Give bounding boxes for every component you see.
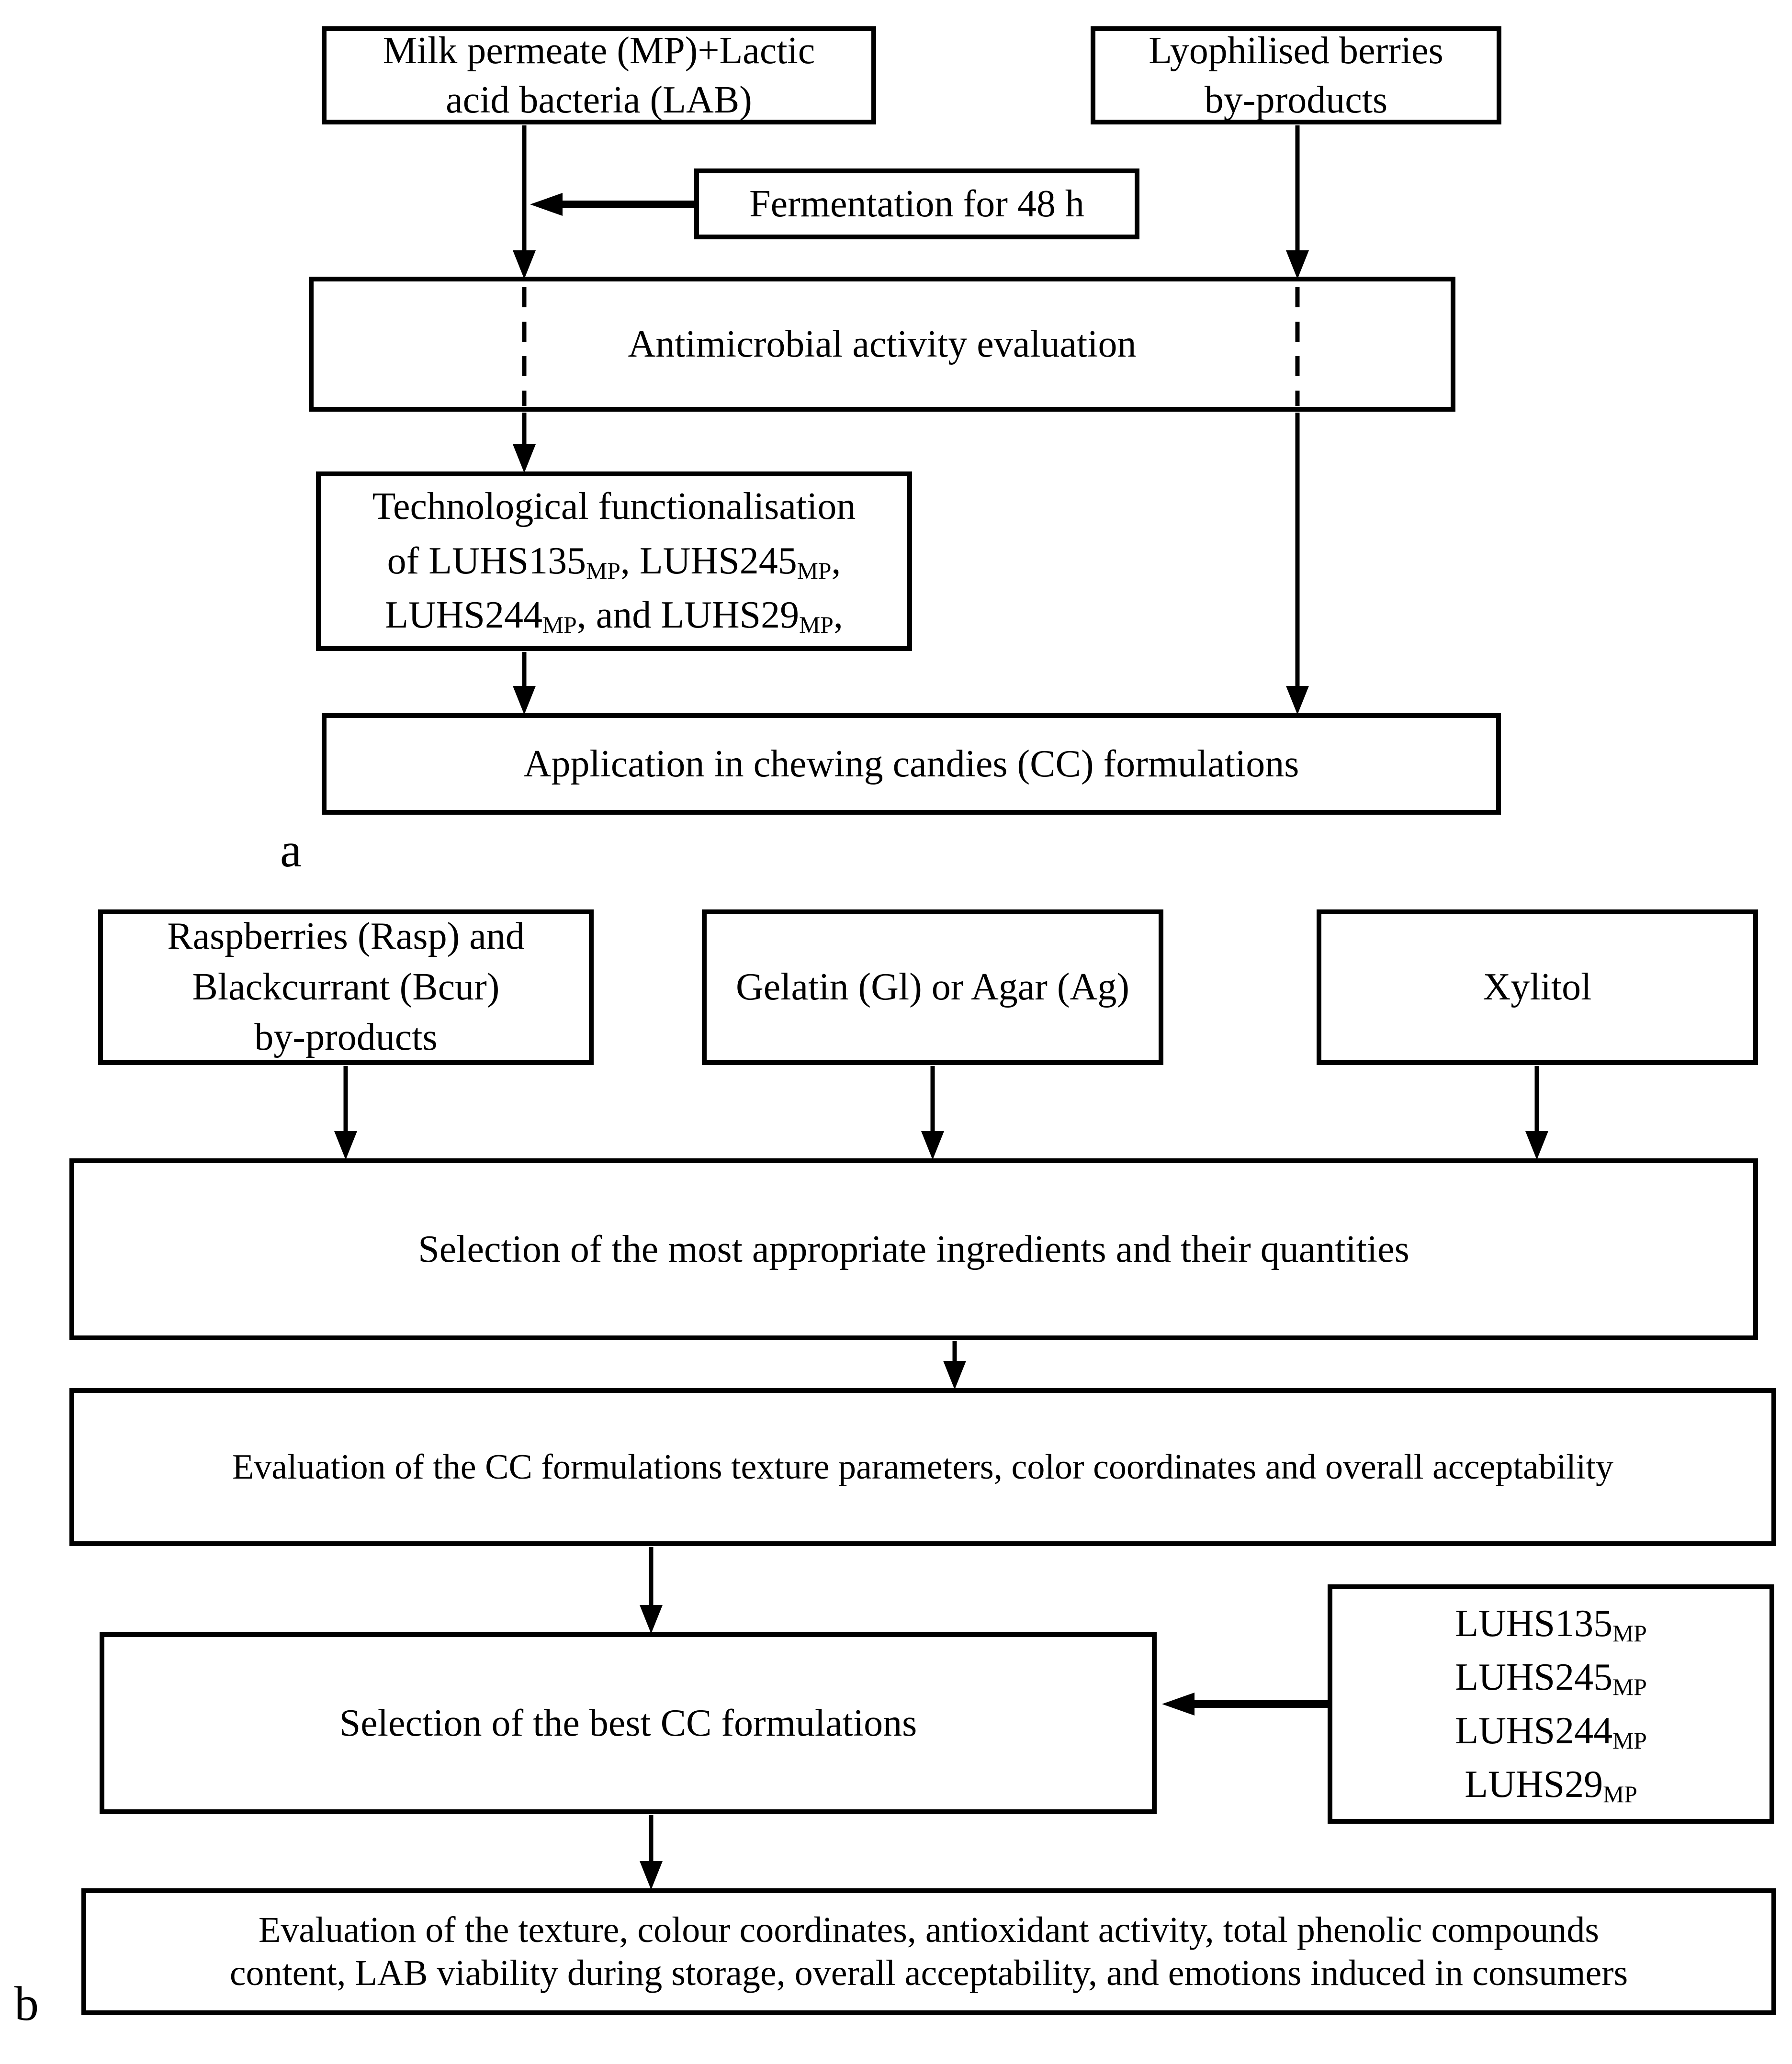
- box-fermentation-48h: Fermentation for 48 h: [694, 168, 1139, 239]
- text-line: by-products: [254, 1016, 438, 1059]
- arrow-berries-to-selection: [334, 1066, 357, 1160]
- text-line: LUHS244MP: [1455, 1710, 1647, 1754]
- text-line: acid bacteria (LAB): [446, 79, 752, 121]
- text-line: Raspberries (Rasp) and: [167, 915, 525, 958]
- box-final-evaluation: Evaluation of the texture, colour coordi…: [81, 1888, 1776, 2015]
- text-line: Lyophilised berries: [1149, 30, 1443, 72]
- text-line: by-products: [1204, 79, 1388, 121]
- text-line: LUHS29MP: [1465, 1763, 1637, 1807]
- box-technological-functionalisation: Technological functionalisation of LUHS13…: [316, 471, 912, 651]
- text-line: of LUHS135MP, LUHS245MP,: [387, 539, 841, 584]
- text-line: Milk permeate (MP)+Lactic: [383, 30, 815, 72]
- text-line: content, LAB viability during storage, o…: [229, 1952, 1628, 1993]
- box-antimicrobial-evaluation: Antimicrobial activity evaluation: [309, 277, 1455, 412]
- arrow-gelatin-to-selection: [921, 1066, 944, 1160]
- text-line: Evaluation of the CC formulations textur…: [232, 1447, 1613, 1487]
- box-luhs-strains-list: LUHS135MP LUHS245MP LUHS244MP LUHS29MP: [1328, 1584, 1774, 1824]
- box-selection-ingredients: Selection of the most appropriate ingred…: [69, 1158, 1758, 1340]
- text-line: Gelatin (Gl) or Agar (Ag): [736, 966, 1129, 1009]
- text-line: Application in chewing candies (CC) form…: [523, 742, 1299, 785]
- box-evaluation-cc-formulations: Evaluation of the CC formulations textur…: [69, 1388, 1776, 1546]
- text-line: Evaluation of the texture, colour coordi…: [259, 1909, 1599, 1950]
- arrow-selection-to-evaluation: [943, 1341, 966, 1390]
- arrow-fermentation-to-flowline: [530, 193, 697, 216]
- arrow-antimicrobial-to-technological: [513, 413, 536, 473]
- box-milk-permeate-lab: Milk permeate (MP)+Lactic acid bacteria (…: [322, 26, 876, 124]
- arrow-xylitol-to-selection: [1525, 1066, 1548, 1160]
- text-line: LUHS245MP: [1455, 1656, 1647, 1700]
- arrow-luhs-to-best: [1162, 1693, 1329, 1716]
- box-xylitol: Xylitol: [1317, 909, 1758, 1065]
- box-lyophilised-berries: Lyophilised berries by-products: [1091, 26, 1501, 124]
- arrow-evaluation-to-best: [640, 1547, 663, 1634]
- text-line: LUHS135MP: [1455, 1603, 1647, 1647]
- box-gelatin-agar: Gelatin (Gl) or Agar (Ag): [702, 909, 1163, 1065]
- arrow-milk-to-antimicrobial: [513, 125, 536, 279]
- arrow-lyophilised-to-application: [1286, 413, 1309, 715]
- text-line: Selection of the best CC formulations: [339, 1702, 917, 1744]
- text-line: Fermentation for 48 h: [749, 182, 1084, 225]
- box-application-chewing-candies: Application in chewing candies (CC) form…: [322, 713, 1501, 815]
- text-line: Selection of the most appropriate ingred…: [418, 1228, 1409, 1270]
- arrow-best-to-final: [640, 1815, 663, 1890]
- part-b-label: b: [14, 1977, 39, 2031]
- arrow-technological-to-application: [513, 652, 536, 715]
- part-a-label: a: [280, 823, 302, 877]
- arrow-lyophilised-to-antimicrobial: [1286, 125, 1309, 279]
- text-line: Blackcurrant (Bcur): [192, 965, 500, 1008]
- text-line: Xylitol: [1483, 966, 1592, 1009]
- box-selection-best-cc: Selection of the best CC formulations: [100, 1632, 1157, 1814]
- text-line: Antimicrobial activity evaluation: [628, 323, 1137, 365]
- text-line: Technological functionalisation: [372, 485, 856, 528]
- text-line: LUHS244MP, and LUHS29MP,: [385, 594, 843, 639]
